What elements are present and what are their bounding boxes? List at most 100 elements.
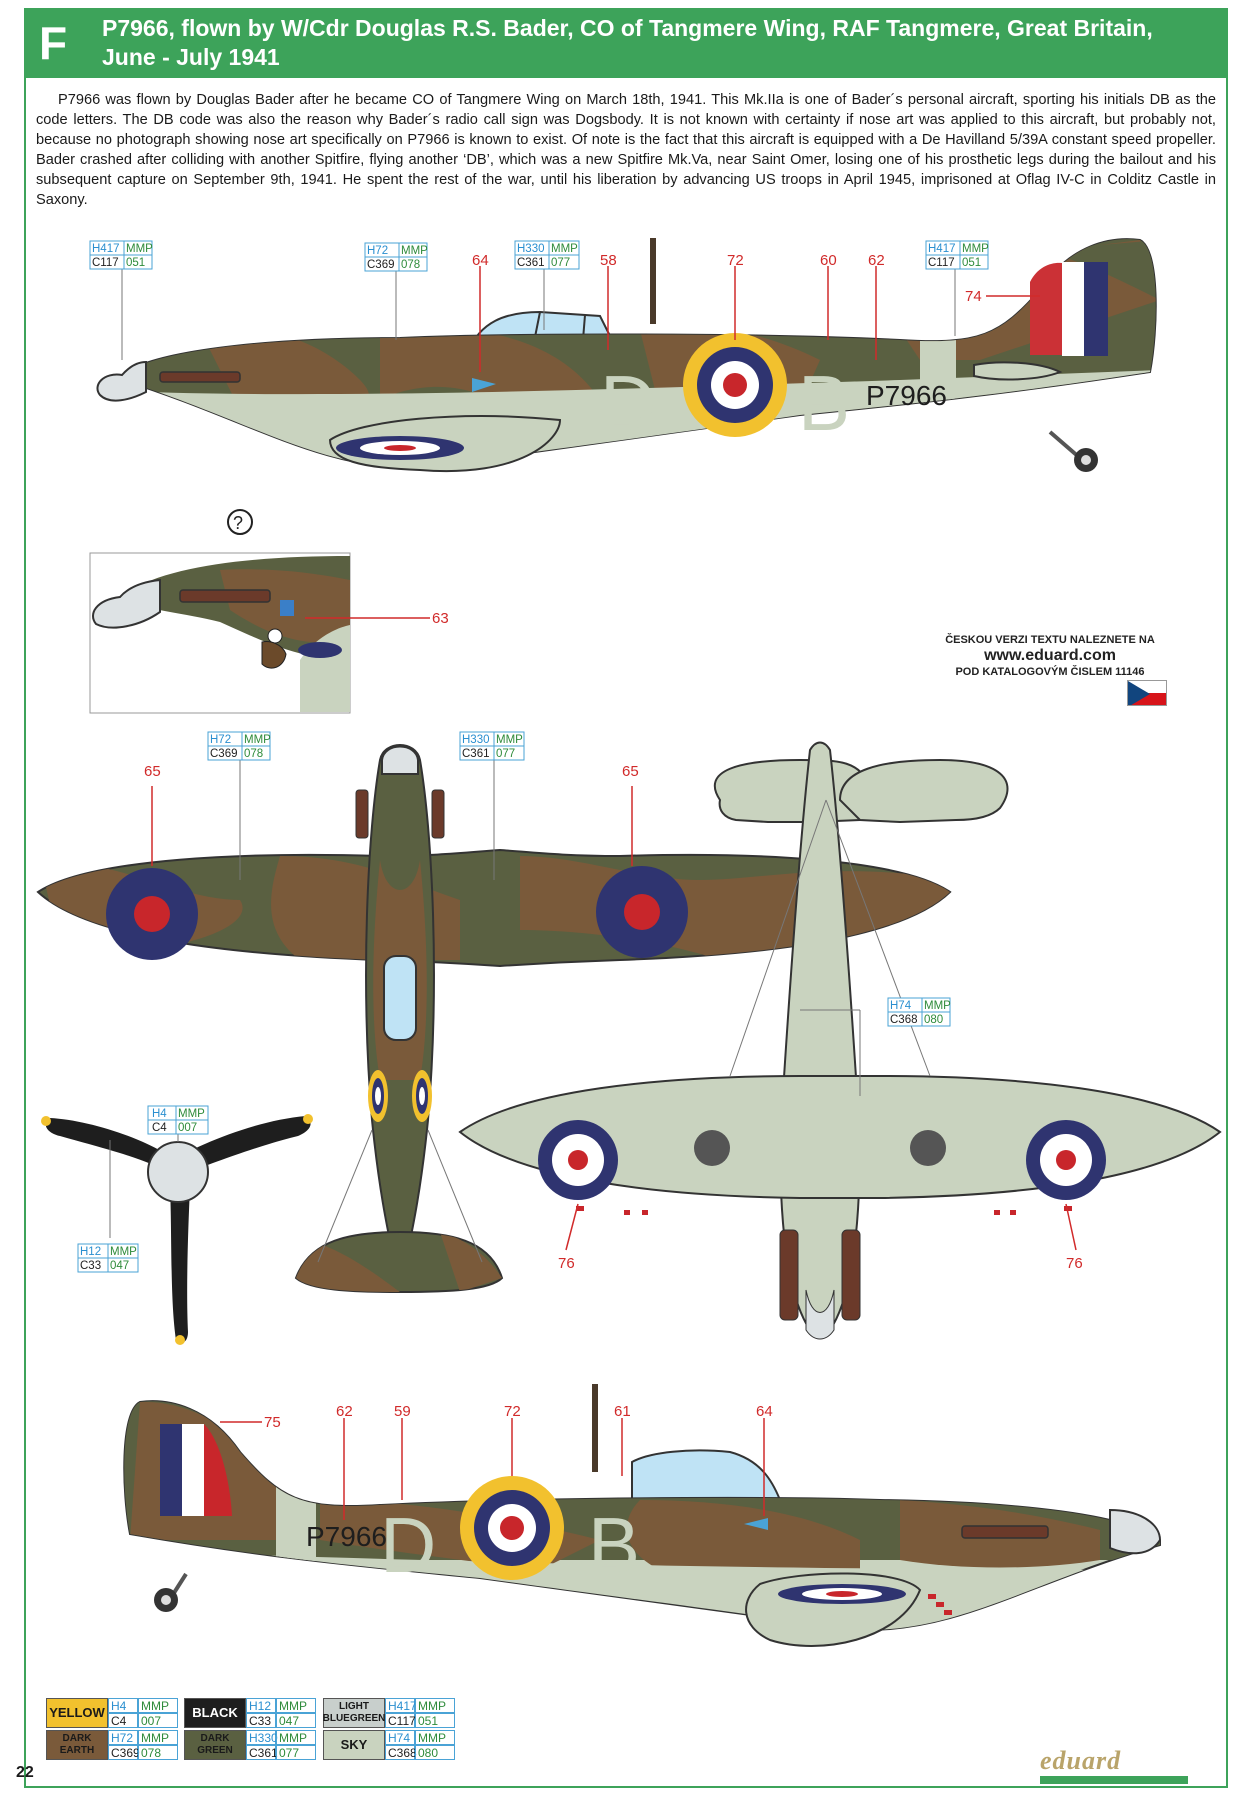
paint-code-h: H72 — [108, 1730, 138, 1745]
svg-text:080: 080 — [924, 1014, 943, 1026]
svg-text:C368: C368 — [890, 1014, 918, 1026]
svg-text:MMP: MMP — [401, 245, 428, 257]
paint-swatch: BLACK — [184, 1698, 246, 1728]
code-letter-b-top: B — [798, 359, 850, 447]
paint-code-n: 047 — [276, 1713, 316, 1728]
callout-61: 61 — [614, 1403, 631, 1420]
svg-text:047: 047 — [110, 1260, 129, 1272]
paint-code-m: MMP — [415, 1730, 455, 1745]
czech-note-line1: ČESKOU VERZI TEXTU NALEZNETE NA — [945, 634, 1155, 646]
nose-art-detail: 63 — [89, 552, 449, 714]
svg-text:H330: H330 — [517, 243, 545, 255]
svg-text:C4: C4 — [152, 1122, 167, 1134]
paint-code-n: 080 — [415, 1745, 455, 1760]
callout-59: 59 — [394, 1403, 411, 1420]
paint-code-c: C33 — [246, 1713, 276, 1728]
paint-code-h: H4 — [108, 1698, 138, 1713]
callout-64-top: 64 — [472, 252, 489, 269]
svg-text:H417: H417 — [928, 243, 956, 255]
paint-code-c: C369 — [108, 1745, 140, 1760]
paint-label-h12-prop: H12 MMP C33 047 — [77, 1243, 139, 1273]
profile-title: P7966, flown by W/Cdr Douglas R.S. Bader… — [102, 15, 1153, 70]
paint-label-h72-side: H72 MMP C369 078 — [364, 242, 428, 272]
side-view-port: D B P7966 64 58 72 60 62 74 — [96, 238, 1157, 473]
callout-63: 63 — [432, 610, 449, 627]
svg-text:H4: H4 — [152, 1108, 167, 1120]
callout-76-right: 76 — [1066, 1255, 1083, 1272]
svg-text:C369: C369 — [210, 748, 238, 760]
paint-code-n: 007 — [138, 1713, 178, 1728]
code-letter-d-bottom: D — [380, 1501, 436, 1589]
svg-text:077: 077 — [496, 748, 515, 760]
code-letter-b-bottom: B — [588, 1501, 640, 1589]
svg-text:MMP: MMP — [126, 243, 153, 255]
svg-text:MMP: MMP — [496, 734, 523, 746]
callout-76-left: 76 — [558, 1255, 575, 1272]
paint-label-h4-prop: H4 MMP C4 007 — [147, 1105, 209, 1135]
svg-text:MMP: MMP — [924, 1000, 951, 1012]
intro-paragraph: P7966 was flown by Douglas Bader after h… — [36, 92, 1216, 208]
paint-code-m: MMP — [138, 1730, 178, 1745]
czech-flag-icon — [1127, 680, 1167, 706]
svg-text:H12: H12 — [80, 1246, 101, 1258]
svg-text:H330: H330 — [462, 734, 490, 746]
svg-text:C117: C117 — [928, 257, 955, 269]
paint-swatch: DARK EARTH — [46, 1730, 108, 1760]
svg-text:078: 078 — [401, 259, 420, 271]
svg-text:MMP: MMP — [962, 243, 989, 255]
svg-text:077: 077 — [551, 257, 570, 269]
paint-code-h: H74 — [385, 1730, 415, 1745]
svg-text:H72: H72 — [210, 734, 231, 746]
callout-72-bottom: 72 — [504, 1403, 521, 1420]
paint-code-m: MMP — [415, 1698, 455, 1713]
paint-code-n: 077 — [276, 1745, 316, 1760]
callout-72-top: 72 — [727, 252, 744, 269]
paint-label-h74-under: H74 MMP C368 080 — [887, 997, 951, 1027]
paint-swatch: DARK GREEN — [184, 1730, 246, 1760]
paint-code-c: C117 — [385, 1713, 416, 1728]
serial-top: P7966 — [866, 380, 947, 411]
paint-code-c: C368 — [385, 1745, 417, 1760]
svg-text:MMP: MMP — [551, 243, 578, 255]
side-view-starboard: D B P7966 75 62 59 72 61 64 — [123, 1384, 1162, 1647]
serial-bottom: P7966 — [306, 1521, 387, 1552]
profile-letter: F — [38, 17, 68, 69]
underside-view: 76 76 — [458, 741, 1222, 1340]
paint-code-m: MMP — [276, 1730, 316, 1745]
paint-label-h417-tail: H417 MMP C117 051 — [925, 240, 989, 270]
callout-74: 74 — [965, 288, 982, 305]
svg-text:C361: C361 — [462, 748, 490, 760]
paint-code-h: H330 — [246, 1730, 278, 1745]
svg-text:C361: C361 — [517, 257, 545, 269]
callout-65-right: 65 — [622, 763, 639, 780]
canopy-top — [383, 955, 417, 1041]
svg-text:MMP: MMP — [110, 1246, 137, 1258]
svg-text:078: 078 — [244, 748, 263, 760]
callout-62-top: 62 — [868, 252, 885, 269]
antenna-mast — [650, 238, 656, 324]
eduard-logo: eduard — [1040, 1746, 1122, 1775]
paint-code-n: 078 — [138, 1745, 178, 1760]
svg-text:H417: H417 — [92, 243, 120, 255]
paint-code-c: C361 — [246, 1745, 278, 1760]
paint-swatch: SKY — [323, 1730, 385, 1760]
paint-code-n: 051 — [415, 1713, 455, 1728]
czech-note-url[interactable]: www.eduard.com — [984, 647, 1116, 664]
paint-swatch: LIGHT BLUEGREEN — [323, 1698, 385, 1728]
callout-75: 75 — [264, 1414, 281, 1431]
czech-version-note: ČESKOU VERZI TEXTU NALEZNETE NA www.edua… — [918, 632, 1182, 680]
paint-label-h417-nose: H417 MMP C117 051 — [89, 240, 153, 270]
svg-text:H72: H72 — [367, 245, 388, 257]
paint-code-h: H12 — [246, 1698, 276, 1713]
callout-64-bottom: 64 — [756, 1403, 773, 1420]
